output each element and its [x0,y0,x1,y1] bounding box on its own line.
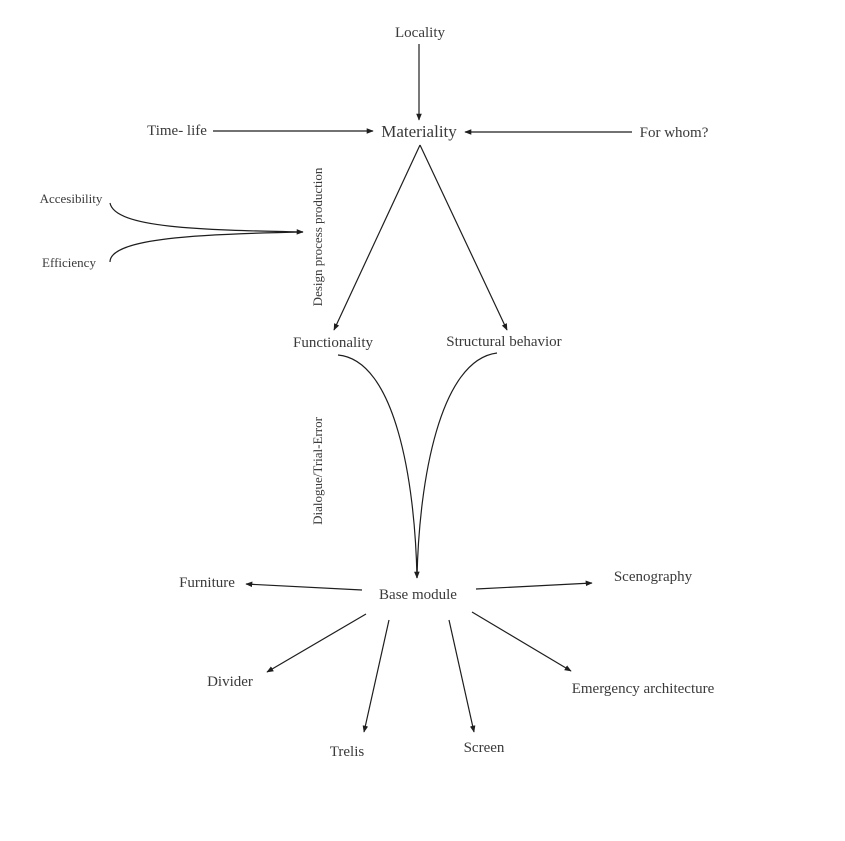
edge-base-to-divider [266,613,367,673]
node-structural-behavior: Structural behavior [446,334,561,350]
node-accesibility: Accesibility [40,191,103,206]
edge-functionality-to-base [337,354,420,579]
node-base-module: Base module [379,587,457,603]
side-label-design-process: Design process production [310,167,325,306]
edge-structural-to-base [416,352,498,579]
node-trelis: Trelis [330,744,365,760]
node-materiality: Materiality [381,122,457,141]
node-screen: Screen [464,740,505,756]
node-emergency-architecture: Emergency architecture [572,681,715,697]
node-efficiency: Efficiency [42,255,96,270]
node-scenography: Scenography [614,569,693,585]
edge-materiality-to-functionality [333,144,421,331]
edge-base-to-trelis [362,619,390,733]
edge-base-to-emergency [471,611,572,672]
node-locality: Locality [395,25,445,41]
node-divider: Divider [207,674,253,690]
edge-base-to-scenography [475,580,593,590]
side-label-dialogue: Dialogue/Trial-Error [310,416,325,524]
node-functionality: Functionality [293,335,373,351]
edge-accesibility-to-design [109,202,304,235]
edge-efficiency-to-design [109,231,304,263]
edge-materiality-to-structural [419,144,508,331]
node-furniture: Furniture [179,575,235,591]
node-for-whom: For whom? [640,125,709,141]
edge-base-to-furniture [245,581,363,591]
edge-base-to-screen [448,619,476,733]
node-time-life: Time- life [147,123,207,139]
